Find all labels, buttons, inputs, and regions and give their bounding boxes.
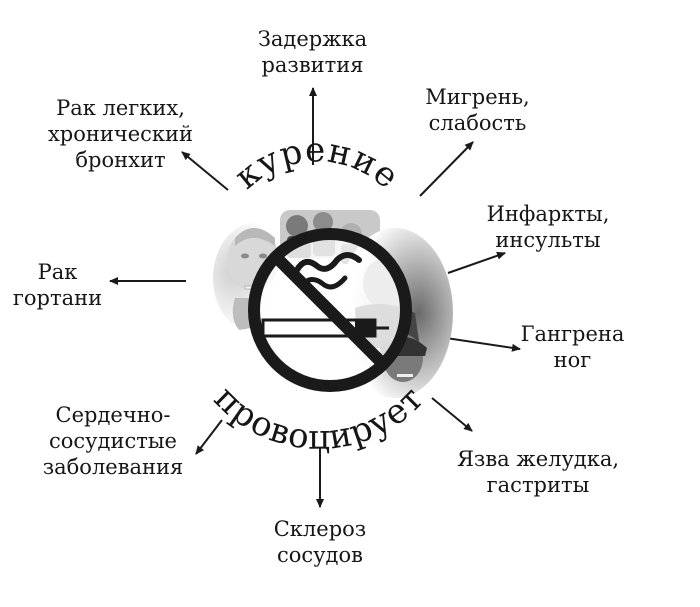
arrow-gangrene [445, 337, 521, 352]
arrow-ulcer [431, 397, 473, 432]
arrow-infarct [447, 251, 506, 274]
arrow-cardio [195, 419, 223, 455]
label-migraine: Мигрень,слабость [425, 85, 530, 135]
word-provokes: провоцирует [206, 378, 432, 458]
central-collage [213, 210, 453, 398]
word-smoking: курение [227, 130, 407, 197]
word-provokes-text: провоцирует [206, 378, 431, 458]
arrow-lung [181, 151, 229, 191]
label-ulcer: Язва желудка,гастриты [456, 447, 620, 497]
no-smoking-sign [248, 228, 412, 392]
word-smoking-text: курение [227, 130, 406, 197]
arrow-migraine [419, 141, 474, 197]
label-infarct: Инфаркты,инсульты [486, 202, 610, 252]
